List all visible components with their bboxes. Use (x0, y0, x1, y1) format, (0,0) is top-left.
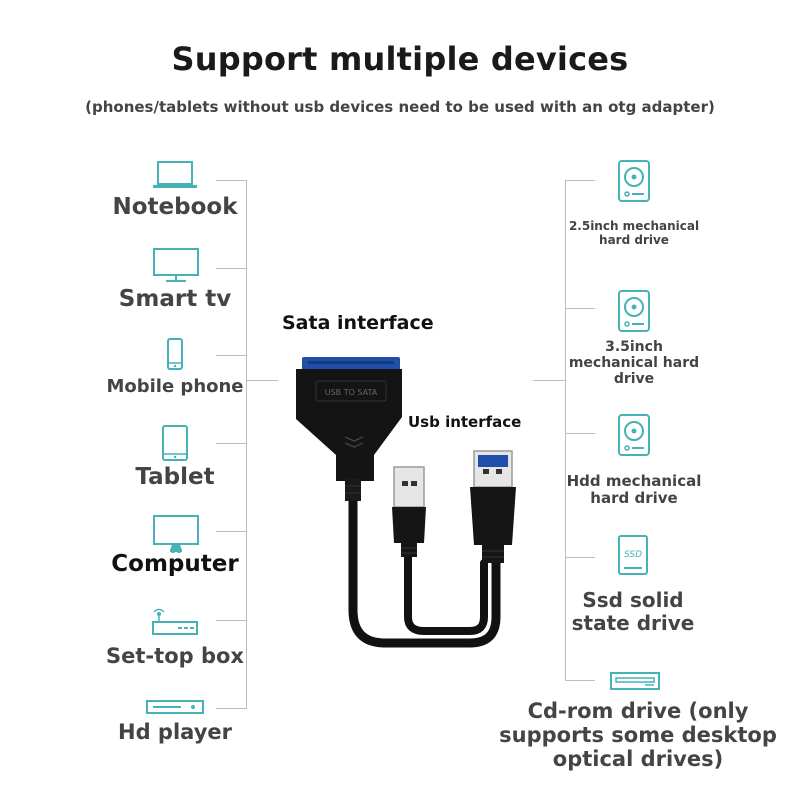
left-bracket-connector (246, 380, 278, 381)
right-bracket-connector (533, 380, 565, 381)
optical-drive-icon (610, 672, 660, 690)
left-bracket-tick (216, 531, 246, 532)
left-bracket-tick (216, 443, 246, 444)
right-bracket-tick (565, 180, 595, 181)
right-bracket-tick (565, 308, 595, 309)
left-bracket-tick (216, 180, 246, 181)
device-label-set-top-box: Set-top box (106, 644, 244, 668)
drive-label-hdd: Hdd mechanical hard drive (566, 472, 702, 508)
drive-label-2-5inch: 2.5inch mechanical hard drive (568, 219, 700, 247)
device-label-tablet: Tablet (135, 464, 215, 490)
page-subtitle: (phones/tablets without usb devices need… (85, 98, 715, 116)
drive-label-ssd: Ssd solid state drive (571, 588, 695, 635)
device-label-notebook: Notebook (112, 194, 238, 220)
hard-drive-icon (618, 414, 650, 456)
device-label-smart-tv: Smart tv (118, 286, 232, 312)
phone-icon (167, 338, 183, 370)
laptop-icon (153, 161, 197, 188)
adapter-body (296, 369, 402, 481)
right-bracket-tick (565, 433, 595, 434)
page-title: Support multiple devices (171, 40, 629, 78)
device-label-computer: Computer (111, 551, 239, 577)
right-bracket-vertical (565, 180, 566, 680)
hard-drive-icon (618, 160, 650, 202)
tablet-icon (162, 425, 188, 461)
monitor-icon (153, 515, 199, 553)
sata-interface-label: Sata interface (282, 312, 434, 334)
left-bracket-tick (216, 708, 246, 709)
hard-drive-icon (618, 290, 650, 332)
device-label-hd-player: Hd player (118, 720, 232, 744)
left-bracket-tick (216, 268, 246, 269)
right-bracket-tick (565, 557, 595, 558)
adapter-text: USB TO SATA (325, 388, 378, 397)
tv-icon (153, 248, 199, 282)
ssd-icon: SSD (618, 535, 648, 575)
usb-interface-label: Usb interface (408, 413, 522, 431)
right-bracket-tick (565, 680, 595, 681)
hd-player-icon (146, 700, 204, 714)
ssd-badge: SSD (623, 550, 643, 560)
device-label-mobile-phone: Mobile phone (106, 376, 244, 397)
left-bracket-tick (216, 355, 246, 356)
usb-sata-cable-image: USB TO SATA (296, 357, 516, 648)
left-bracket-vertical (246, 180, 247, 709)
drive-label-3-5inch: 3.5inch mechanical hard drive (568, 339, 700, 388)
settop-box-icon (152, 608, 198, 635)
drive-label-cdrom: Cd-rom drive (only supports some desktop… (499, 699, 777, 772)
usb-plug-left (393, 466, 425, 508)
left-bracket-tick (216, 620, 246, 621)
